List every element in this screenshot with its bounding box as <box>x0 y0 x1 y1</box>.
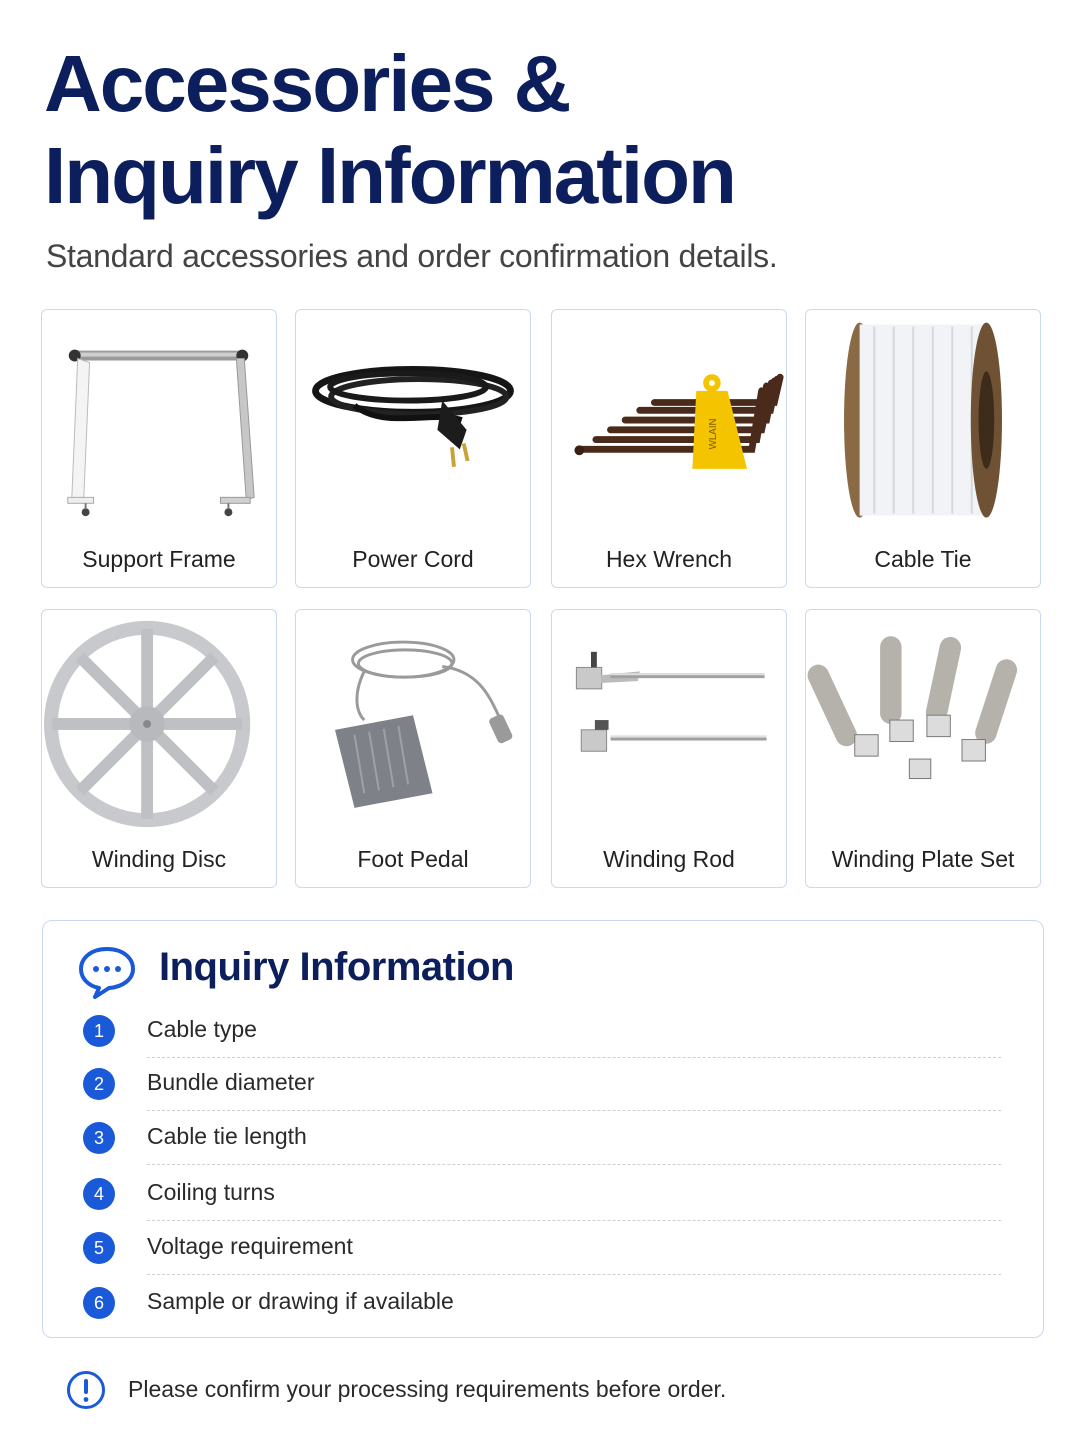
inquiry-item-text: Voltage requirement <box>147 1233 353 1259</box>
inquiry-item: 5 Voltage requirement <box>43 1232 1043 1286</box>
order-note: Please confirm your processing requireme… <box>128 1376 727 1402</box>
winding-plate-set-image <box>807 636 1018 780</box>
accessory-label: Foot Pedal <box>357 846 469 872</box>
inquiry-item: 6 Sample or drawing if available <box>43 1287 1043 1341</box>
accessory-label: Hex Wrench <box>605 546 733 572</box>
inquiry-title: Inquiry Information <box>159 945 514 989</box>
inquiry-item-number: 5 <box>83 1232 115 1264</box>
inquiry-item-text: Sample or drawing if available <box>147 1288 454 1314</box>
accessory-label: Winding Plate Set <box>831 846 1015 872</box>
accessory-card-support-frame: Support Frame <box>41 309 277 588</box>
inquiry-item-text: Coiling turns <box>147 1179 275 1205</box>
support-frame-image <box>67 349 255 517</box>
inquiry-item-text: Cable type <box>147 1016 257 1042</box>
accessory-label: Winding Rod <box>603 846 735 872</box>
accessory-card-foot-pedal: Foot Pedal <box>295 609 531 888</box>
inquiry-item-text: Cable tie length <box>147 1123 307 1149</box>
accessory-card-hex-wrench: WLAIN Hex Wrench <box>551 309 787 588</box>
chat-bubble-icon <box>79 947 135 999</box>
accessory-card-winding-rod: Winding Rod <box>551 609 787 888</box>
inquiry-item-number: 1 <box>83 1015 115 1047</box>
exclamation-circle-icon <box>67 1371 105 1409</box>
page-title-line2: Inquiry Information <box>44 131 737 220</box>
accessory-label: Cable Tie <box>874 546 972 572</box>
inquiry-divider <box>147 1110 1001 1111</box>
inquiry-item: 1 Cable type <box>43 1015 1043 1069</box>
inquiry-divider <box>147 1057 1001 1058</box>
winding-rod-image <box>575 651 767 752</box>
accessory-label: Power Cord <box>352 546 474 572</box>
winding-disc-image <box>43 620 251 828</box>
inquiry-panel: Inquiry Information 1 Cable type 2 Bundl… <box>42 920 1044 1338</box>
cable-tie-image <box>844 322 1002 518</box>
inquiry-divider <box>147 1274 1001 1275</box>
hex-wrench-tag-text: WLAIN <box>708 418 719 449</box>
inquiry-item-number: 2 <box>83 1068 115 1100</box>
inquiry-item: 2 Bundle diameter <box>43 1068 1043 1122</box>
accessory-label: Winding Disc <box>91 846 227 872</box>
accessory-card-winding-plate-set: Winding Plate Set <box>805 609 1041 888</box>
inquiry-item: 3 Cable tie length <box>43 1122 1043 1176</box>
page-subtitle: Standard accessories and order confirmat… <box>46 238 778 274</box>
foot-pedal-image <box>335 640 513 808</box>
inquiry-item-number: 6 <box>83 1287 115 1319</box>
inquiry-divider <box>147 1220 1001 1221</box>
hex-wrench-image: WLAIN <box>574 373 784 469</box>
accessory-label: Support Frame <box>82 546 236 572</box>
inquiry-divider <box>147 1164 1001 1165</box>
page-title-line1: Accessories & <box>44 39 571 128</box>
accessory-card-power-cord: Power Cord <box>295 309 531 588</box>
inquiry-item-number: 4 <box>83 1178 115 1210</box>
accessory-card-winding-disc: Winding Disc <box>41 609 277 888</box>
power-cord-image <box>312 365 514 468</box>
inquiry-item-number: 3 <box>83 1122 115 1154</box>
inquiry-item: 4 Coiling turns <box>43 1178 1043 1232</box>
accessory-card-cable-tie: Cable Tie <box>805 309 1041 588</box>
page-title: Accessories & Inquiry Information <box>44 38 737 222</box>
inquiry-item-text: Bundle diameter <box>147 1069 315 1095</box>
